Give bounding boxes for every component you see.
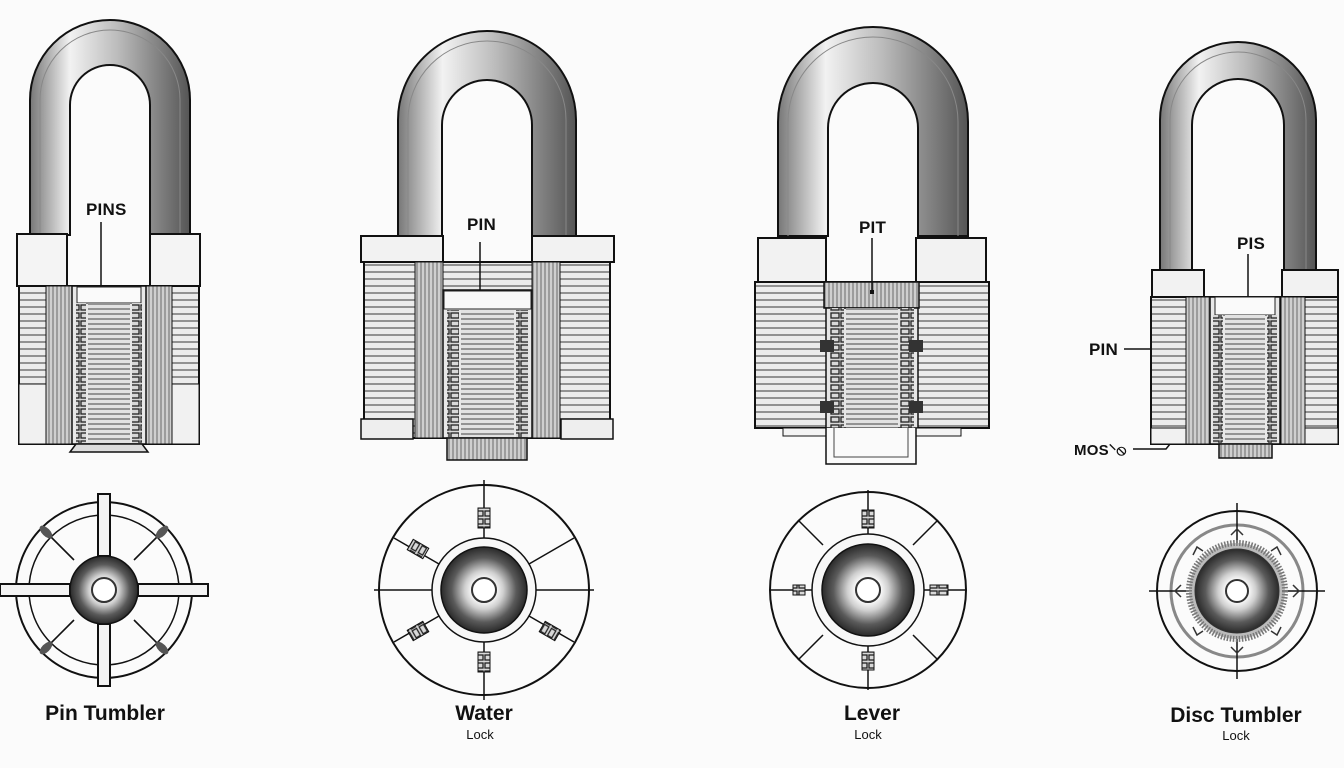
callout-pin-side: PIN — [1089, 340, 1118, 359]
lock-subtitle-water: Lock — [466, 727, 494, 742]
callout-pins: PINS — [86, 200, 127, 219]
water-cross-section — [374, 480, 594, 700]
lock-title-disc-tumbler: Disc Tumbler — [1170, 704, 1302, 727]
lock-title-water: Water — [455, 702, 513, 725]
pin-tumbler-padlock — [16, 19, 201, 453]
lock-subtitle-lever: Lock — [854, 727, 882, 742]
callout-base: MOS⸌⦸ — [1074, 442, 1127, 459]
callout-pin: PIN — [467, 215, 496, 234]
lever-padlock — [754, 26, 990, 465]
lock-title-pin-tumbler: Pin Tumbler — [45, 702, 165, 725]
disc-tumbler-cross-section — [1149, 503, 1325, 679]
lever-cross-section — [769, 490, 967, 690]
callout-pis: PIS — [1237, 234, 1266, 253]
shackle — [777, 26, 969, 237]
callout-pit: PIT — [859, 218, 887, 237]
lock-subtitle-disc-tumbler: Lock — [1222, 728, 1250, 743]
shackle — [29, 19, 191, 236]
disc-tumbler-padlock — [1124, 41, 1339, 459]
lock-title-lever: Lever — [843, 702, 901, 725]
pin-tumbler-cross-section — [0, 493, 209, 687]
shackle — [1159, 41, 1317, 273]
shackle — [397, 30, 577, 237]
water-padlock — [360, 30, 615, 461]
